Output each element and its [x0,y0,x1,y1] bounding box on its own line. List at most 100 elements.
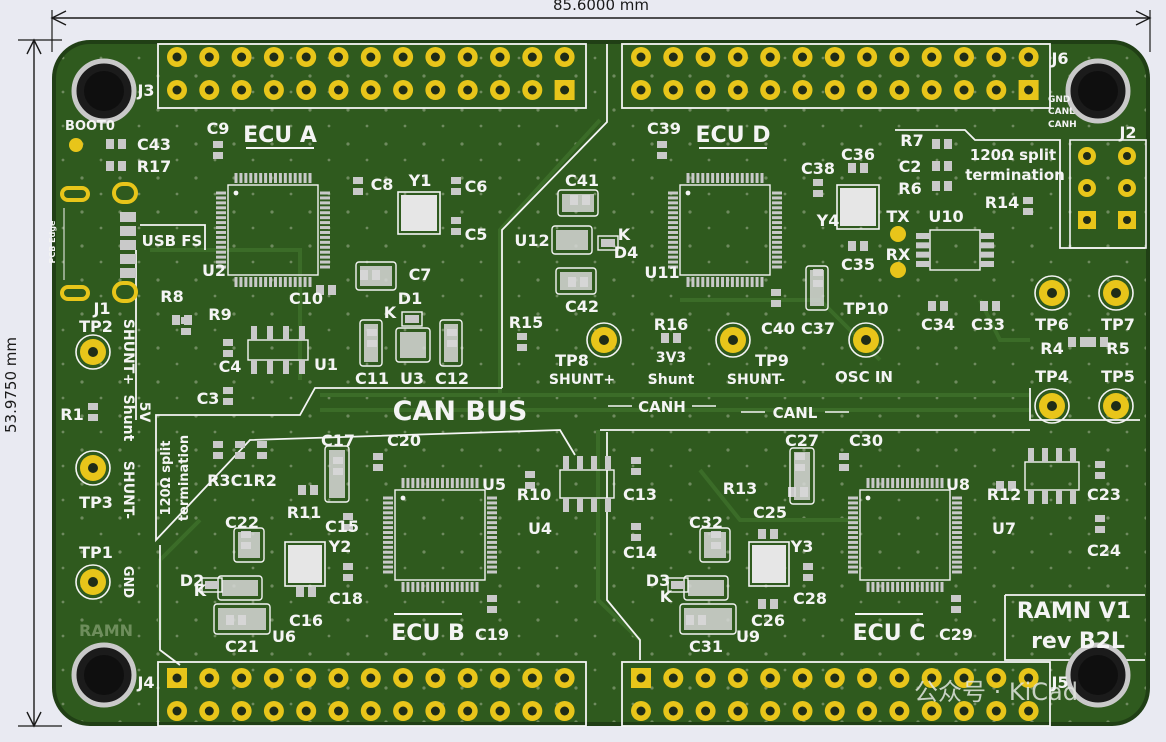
j6-pin-drill [927,52,937,62]
watermark: 公众号 · KiCad [914,678,1078,706]
passive-r17 [106,161,126,171]
boot0-pad[interactable] [69,138,83,152]
j2-connector [1069,139,1147,249]
j6-pin-drill [959,52,969,62]
tp4-pad[interactable] [1034,388,1070,424]
tp9-pad[interactable] [715,322,751,358]
passive-r10 [525,471,535,489]
designator-j4: J4 [136,673,154,692]
tx-pad[interactable] [890,226,906,242]
tp10-pad[interactable] [848,322,884,358]
passive-c38 [813,179,823,197]
designator-c12: C12 [435,369,469,388]
tp2-pad[interactable] [75,334,111,370]
mounting-hole-tl [71,58,137,124]
designator-c42: C42 [565,297,599,316]
j6-pin-drill [765,52,775,62]
tp1-pad[interactable] [75,564,111,600]
designator-d3: D3 [646,571,670,590]
designator-u6: U6 [272,627,296,646]
j4-pin-drill [269,706,279,716]
label-shunt-minus-vertical: SHUNT- [120,461,136,519]
j3-pin-drill [204,52,214,62]
label-ecu-c: ECU C [853,621,926,646]
j3-pin-drill [463,52,473,62]
label-ramn-rev: rev B2L [1031,629,1125,654]
passive-c23 [1095,461,1105,479]
designator-c11: C11 [355,369,389,388]
designator-c5: C5 [465,225,488,244]
designator-tp1: TP1 [79,543,113,562]
j6-pin-drill [668,85,678,95]
designator-rx: RX [886,245,911,264]
label-ramn-title: RAMN V1 [1017,599,1131,624]
ic-u11-ecu-d [668,173,782,287]
passive-c33 [980,301,1000,311]
pad-c31-body [679,603,737,635]
designator-r5: R5 [1106,339,1129,358]
j3-pin-drill [172,52,182,62]
j3-pin-drill [269,85,279,95]
designator-c2: C2 [899,157,922,176]
j4-pin-drill [560,706,570,716]
designator-c36: C36 [841,145,875,164]
j5-pin-drill [894,706,904,716]
label-shunt-vertical: Shunt [120,395,136,442]
pad-c11-body [359,319,383,367]
j6-pin-drill [830,85,840,95]
tp5-pad[interactable] [1098,388,1134,424]
passive-c40 [771,289,781,307]
tp7-pad[interactable] [1098,275,1134,311]
j2-pin [1078,147,1096,165]
designator-u9: U9 [736,627,760,646]
ic-u4 [559,456,615,512]
designator-r3c1r2: R3C1R2 [207,471,277,490]
j3-pin-drill [527,52,537,62]
crystal-y2 [288,545,322,583]
j4-pin-drill [237,706,247,716]
designator-r15: R15 [509,313,544,332]
crystals [288,188,876,583]
passive-c35 [848,241,868,251]
designator-c34: C34 [921,315,955,334]
designator-c30: C30 [849,431,883,450]
label-3v3: 3V3 [656,350,686,366]
pad-c32-body [699,527,731,563]
j3-pin-drill [334,85,343,95]
rx-pad[interactable] [890,262,906,278]
j6-pin-drill [701,52,711,62]
passive-r3 [213,441,223,459]
designator-u8: U8 [946,475,970,494]
label-ecu-d: ECU D [696,123,771,148]
label-ecu-b: ECU B [391,621,464,646]
j6-pin-drill [765,85,775,95]
j4-pin-drill [301,706,311,716]
label-gnd-vertical: GND [120,566,135,599]
designator-c39: C39 [647,119,681,138]
j5-pin-drill [765,706,775,716]
ic-u2-ecu-a [216,173,330,287]
designator-k: K [384,303,397,322]
j5-pin-drill [701,673,711,683]
j4-pin-drill [204,706,214,716]
j3-pin-drill [495,52,505,62]
designator-c20: C20 [387,431,421,450]
label-split-term-top-1: 120Ω split [970,146,1056,164]
designator-tp7: TP7 [1101,315,1135,334]
passive-c29 [951,595,961,613]
tp3-pad[interactable] [75,450,111,486]
header-pin-groups [167,47,1039,721]
j6-pin-drill [959,85,969,95]
tp6-pad[interactable] [1034,275,1070,311]
designator-c3: C3 [197,389,220,408]
designator-tp3: TP3 [79,493,113,512]
passive-c20 [373,453,383,471]
j6-pin-drill [862,85,872,95]
j4-pin-drill [237,673,247,683]
j5-pin-drill [733,673,743,683]
pad-u3-body [395,327,431,363]
designator-r11: R11 [287,503,322,522]
tp8-pad[interactable] [586,322,622,358]
designator-r12: R12 [987,485,1022,504]
